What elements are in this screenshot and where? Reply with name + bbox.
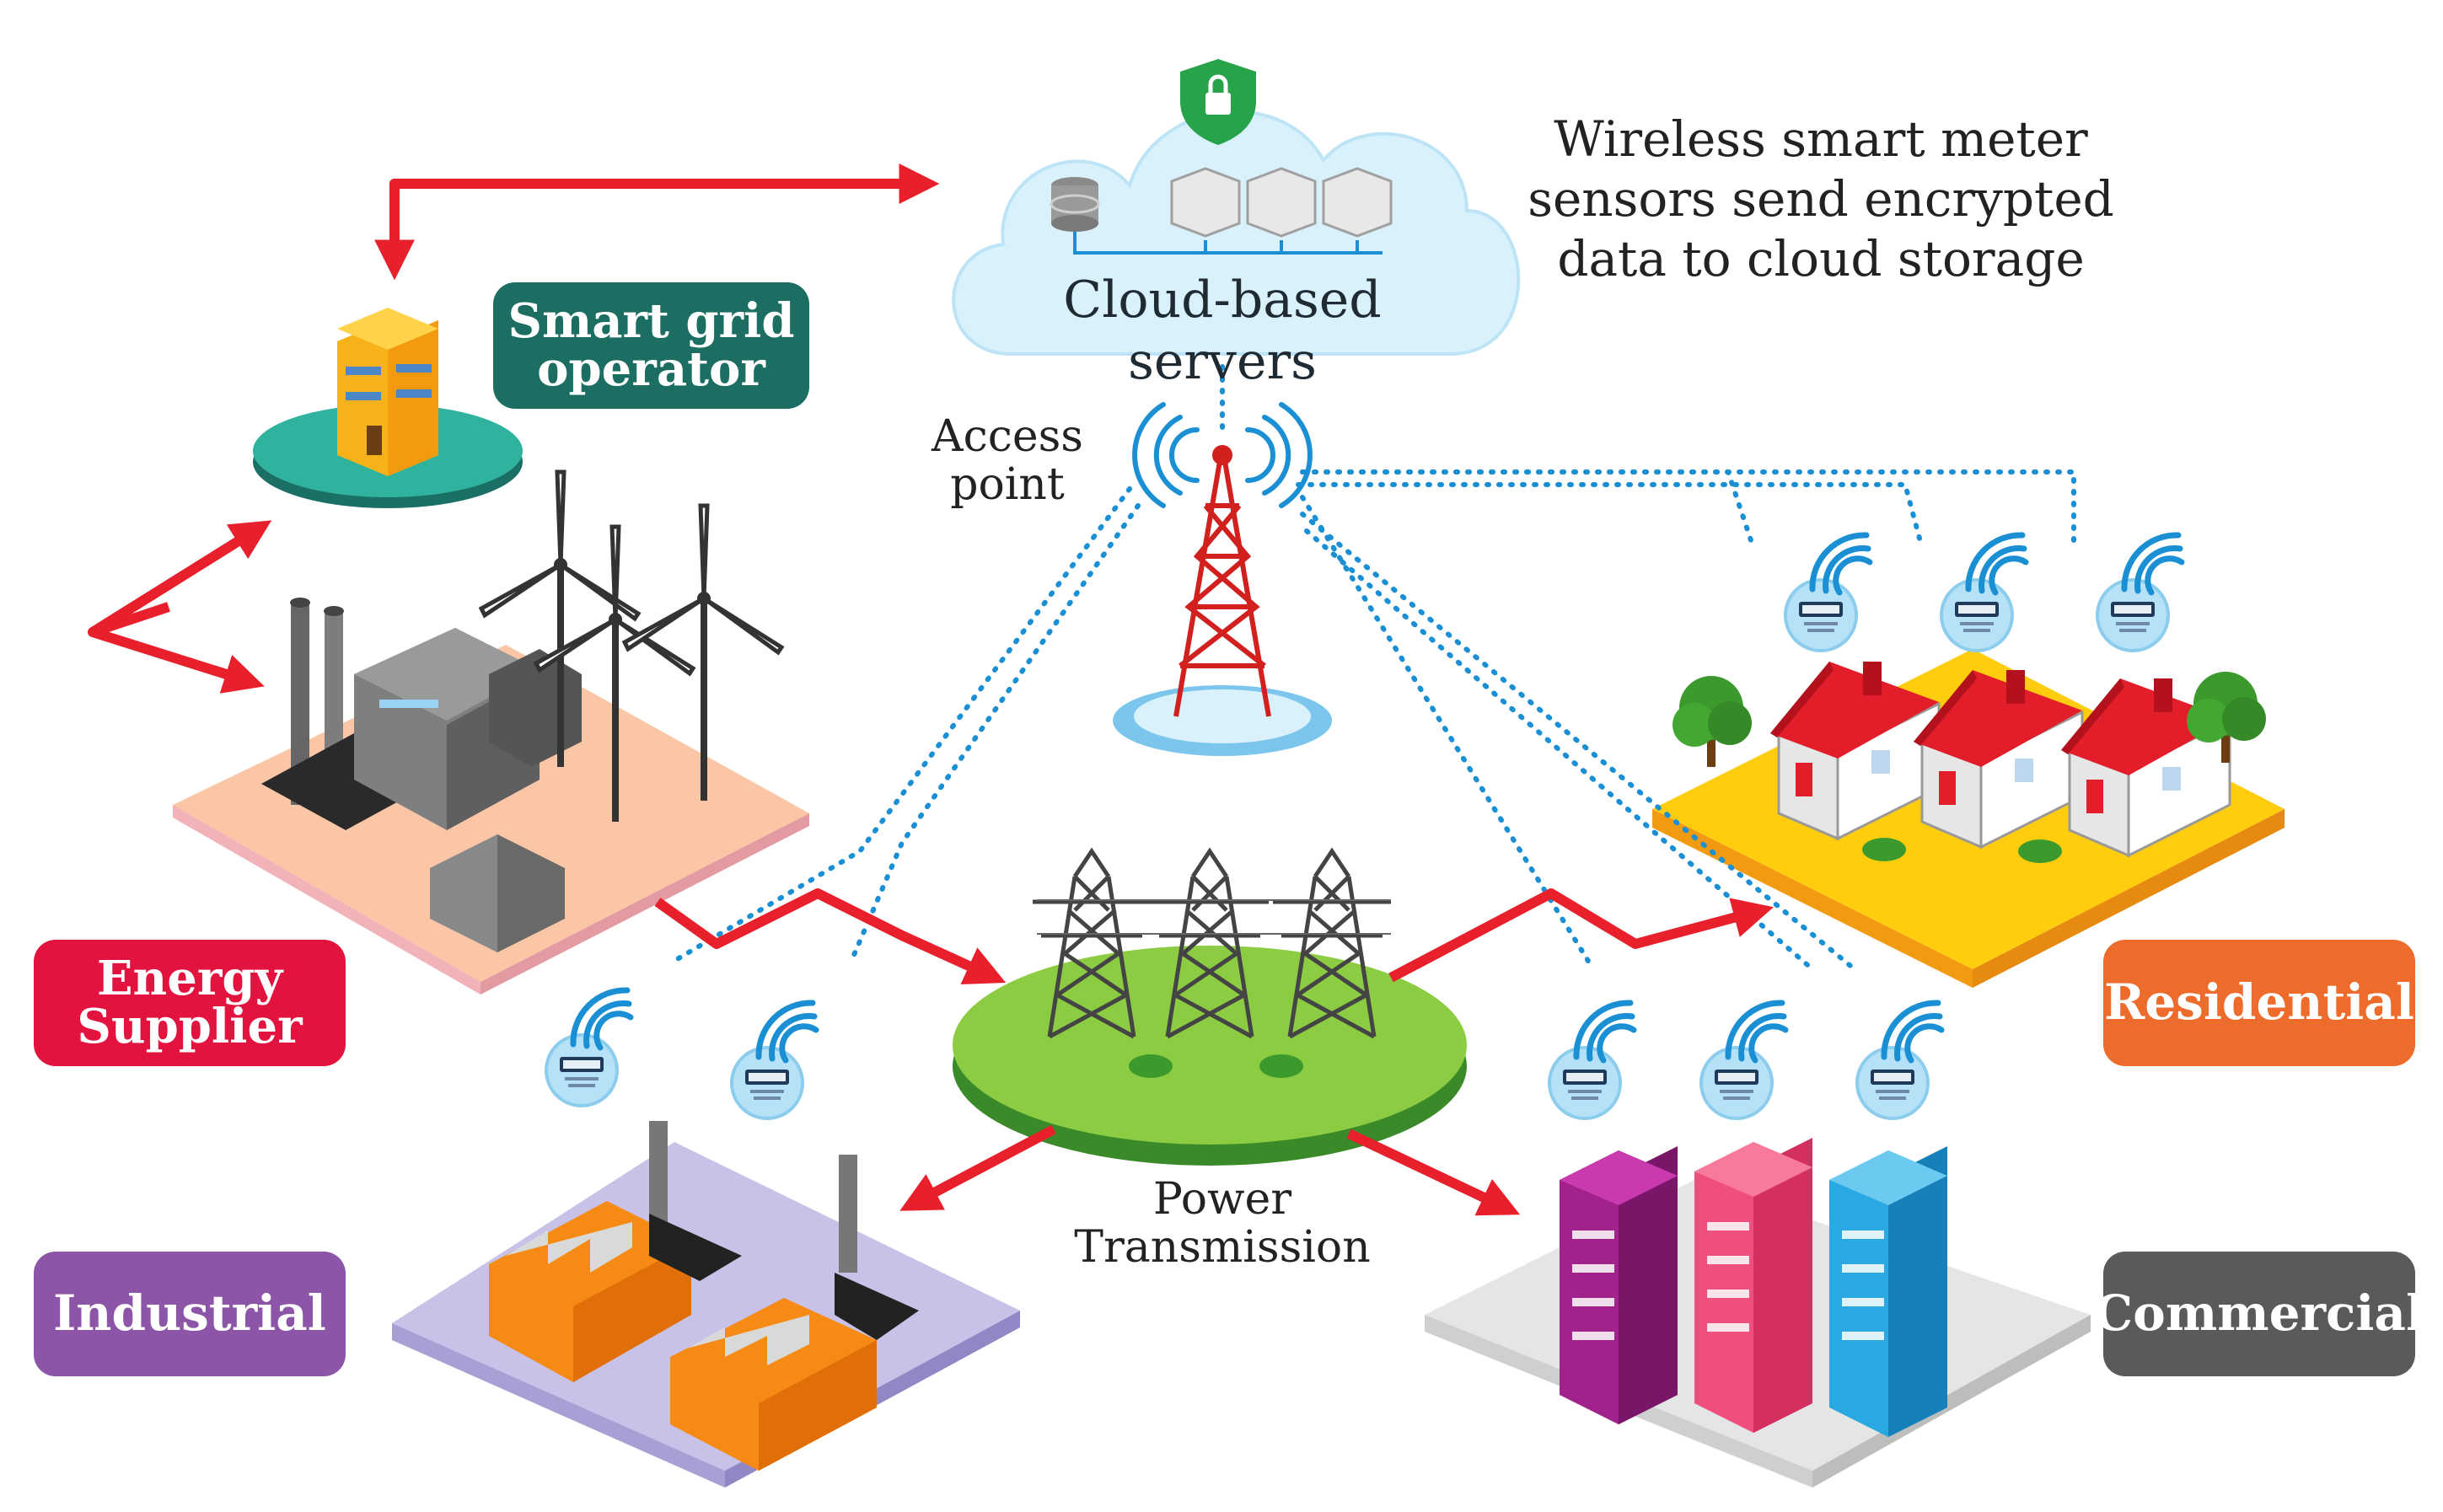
- energy-supplier-label: Energy Supplier: [34, 940, 346, 1066]
- smart-grid-operator-label: Smart grid operator: [493, 282, 809, 409]
- factory-icon: [261, 598, 582, 952]
- power-transmission-label: Power Transmission: [1045, 1174, 1399, 1273]
- cloud: [952, 59, 1521, 356]
- commercial-label: Commercial: [2094, 1252, 2424, 1376]
- access-point-line-1: Access: [932, 411, 1083, 462]
- power-pylon-icon: [1033, 851, 1391, 1078]
- supplier-line-1: Energy: [96, 950, 283, 1006]
- power-transmission-platform: [953, 946, 1467, 1166]
- arrow-supplier-operator: [88, 520, 272, 637]
- database-icon: [1050, 177, 1100, 232]
- annotation-text: Wireless smart meter sensors send encryp…: [1509, 110, 2133, 288]
- arrow-grid-industrial: [899, 1124, 1056, 1211]
- power-transmission-line-2: Transmission: [1074, 1222, 1371, 1273]
- arrow-grid-commercial: [1346, 1129, 1521, 1216]
- house-icon: [1769, 660, 2231, 857]
- residential-label: Residential: [2103, 940, 2415, 1066]
- wireless-links: [672, 364, 2076, 972]
- arrow-operator-cloud: [389, 164, 940, 240]
- access-point-line-2: point: [950, 459, 1065, 511]
- operator-line-1: Smart grid: [507, 292, 795, 349]
- supplier-line-2: Supplier: [77, 999, 303, 1054]
- operator-line-2: operator: [537, 341, 765, 397]
- annotation-line-1: Wireless smart meter: [1554, 110, 2088, 168]
- arrow-grid-residential: [1388, 888, 1774, 983]
- commercial-text: Commercial: [2094, 1284, 2425, 1343]
- cloud-label-text: Cloud-based servers: [1063, 271, 1382, 392]
- annotation-line-2: sensors send encrypted: [1528, 169, 2114, 228]
- industrial-text: Industrial: [53, 1284, 326, 1343]
- residential-text: Residential: [2104, 973, 2414, 1032]
- server-icon: [1170, 167, 1393, 238]
- arrow-cloud-operator: [374, 179, 885, 281]
- industrial-factories: [489, 1121, 919, 1471]
- office-building-icon: [1560, 1138, 1947, 1437]
- arrow-supplier-plant: [91, 627, 265, 694]
- lock-shield-icon: [1180, 59, 1256, 145]
- power-transmission-line-1: Power: [1152, 1174, 1292, 1225]
- energy-flow-arrows: [88, 164, 1774, 1216]
- arrow-plant-grid: [654, 888, 1007, 984]
- radio-tower-icon: [1113, 402, 1332, 756]
- cloud-label: Cloud-based servers: [969, 270, 1475, 393]
- industrial-label: Industrial: [34, 1252, 346, 1376]
- access-point-label: Access point: [894, 411, 1121, 511]
- annotation-line-3: data to cloud storage: [1557, 229, 2085, 287]
- smart-grid-operator-building: [253, 308, 523, 508]
